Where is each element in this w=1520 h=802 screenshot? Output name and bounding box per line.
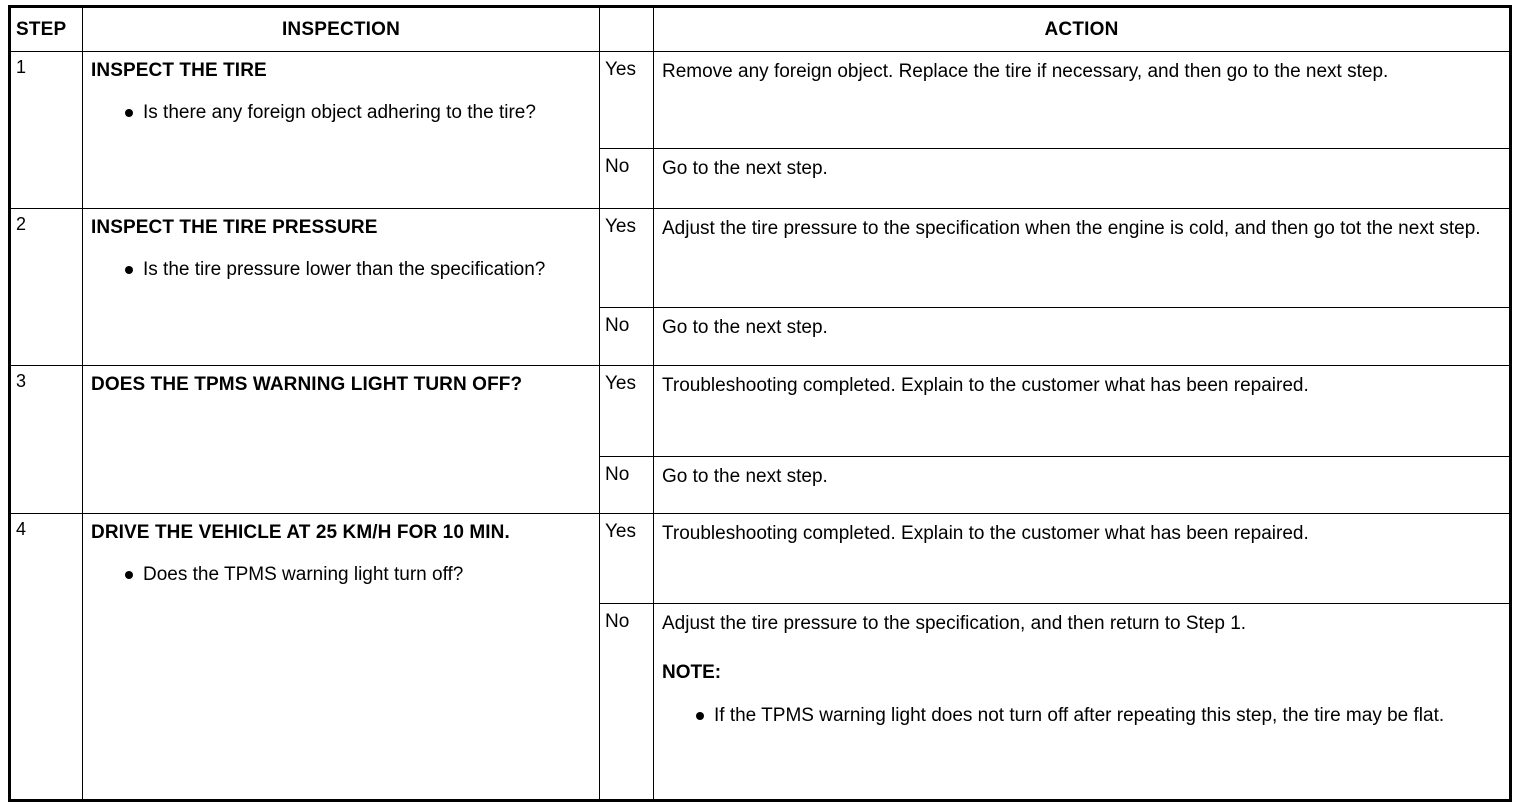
inspection-bullet-text: Is the tire pressure lower than the spec… <box>143 259 546 280</box>
inspection-cell: INSPECT THE TIRE PRESSURE Is the tire pr… <box>82 208 600 366</box>
bullet-icon <box>125 266 133 274</box>
answer-label-no: No <box>599 148 654 209</box>
answer-label-no: No <box>599 307 654 366</box>
inspection-title: INSPECT THE TIRE <box>91 60 267 81</box>
inspection-bullet-list: Is there any foreign object adhering to … <box>91 99 591 127</box>
inspection-cell: INSPECT THE TIRE Is there any foreign ob… <box>82 51 600 209</box>
table-header-row: STEP INSPECTION ACTION <box>9 6 1511 52</box>
action-text: Go to the next step. <box>662 317 828 338</box>
inspection-bullet-list: Is the tire pressure lower than the spec… <box>91 256 591 284</box>
action-cell-no: Go to the next step. <box>653 456 1511 514</box>
answer-label-yes: Yes <box>599 208 654 308</box>
header-yes-no-blank <box>599 6 654 52</box>
list-item: If the TPMS warning light does not turn … <box>662 702 1499 730</box>
header-action: ACTION <box>653 6 1511 52</box>
action-cell-yes: Adjust the tire pressure to the specific… <box>653 208 1511 308</box>
note-bullet-text: If the TPMS warning light does not turn … <box>714 705 1445 726</box>
table-row: 3 DOES THE TPMS WARNING LIGHT TURN OFF? … <box>9 365 1511 514</box>
action-cell-yes: Troubleshooting completed. Explain to th… <box>653 365 1511 457</box>
action-cell-no: Adjust the tire pressure to the specific… <box>653 603 1511 801</box>
table-row: No Go to the next step. <box>10 456 1511 514</box>
note-heading: NOTE: <box>662 662 722 683</box>
inspection-title: DRIVE THE VEHICLE AT 25 KM/H FOR 10 MIN. <box>91 522 510 543</box>
header-step: STEP <box>9 6 83 52</box>
inspection-cell: DRIVE THE VEHICLE AT 25 KM/H FOR 10 MIN.… <box>82 513 600 801</box>
step-number: 4 <box>9 513 83 801</box>
table-row: 2 INSPECT THE TIRE PRESSURE Is the tire … <box>9 208 1511 366</box>
inspection-title: INSPECT THE TIRE PRESSURE <box>91 217 378 238</box>
troubleshooting-table: STEP INSPECTION ACTION 1 INSPECT THE TIR… <box>8 5 1512 802</box>
inspection-bullet-text: Is there any foreign object adhering to … <box>143 102 536 123</box>
list-item: Does the TPMS warning light turn off? <box>91 561 591 589</box>
action-cell-yes: Remove any foreign object. Replace the t… <box>653 51 1511 149</box>
step-number: 2 <box>9 208 83 366</box>
answer-label-no: No <box>599 456 654 514</box>
action-text: Go to the next step. <box>662 466 828 487</box>
list-item: Is there any foreign object adhering to … <box>91 99 591 127</box>
table-row: No Go to the next step. <box>10 148 1511 209</box>
action-cell-no: Go to the next step. <box>653 148 1511 209</box>
list-item: Is the tire pressure lower than the spec… <box>91 256 591 284</box>
action-text: Troubleshooting completed. Explain to th… <box>662 375 1309 396</box>
inspection-title: DOES THE TPMS WARNING LIGHT TURN OFF? <box>91 374 523 395</box>
inspection-bullet-list: Does the TPMS warning light turn off? <box>91 561 591 589</box>
answer-label-no: No <box>599 603 654 801</box>
action-cell-yes: Troubleshooting completed. Explain to th… <box>653 513 1511 604</box>
header-inspection: INSPECTION <box>82 6 600 52</box>
action-text: Adjust the tire pressure to the specific… <box>662 218 1481 239</box>
step-number: 1 <box>9 51 83 209</box>
table-row: No Go to the next step. <box>10 307 1511 366</box>
action-cell-no: Go to the next step. <box>653 307 1511 366</box>
answer-label-yes: Yes <box>599 365 654 457</box>
action-text: Remove any foreign object. Replace the t… <box>662 61 1389 82</box>
note-bullet-list: If the TPMS warning light does not turn … <box>662 702 1499 730</box>
bullet-icon <box>125 109 133 117</box>
action-text: Go to the next step. <box>662 158 828 179</box>
bullet-icon <box>125 571 133 579</box>
inspection-cell: DOES THE TPMS WARNING LIGHT TURN OFF? <box>82 365 600 514</box>
action-text: Troubleshooting completed. Explain to th… <box>662 523 1309 544</box>
inspection-bullet-text: Does the TPMS warning light turn off? <box>143 564 464 585</box>
table-row: 4 DRIVE THE VEHICLE AT 25 KM/H FOR 10 MI… <box>9 513 1511 801</box>
troubleshooting-page: STEP INSPECTION ACTION 1 INSPECT THE TIR… <box>8 5 1512 802</box>
answer-label-yes: Yes <box>599 51 654 149</box>
action-text: Adjust the tire pressure to the specific… <box>662 613 1247 634</box>
table-row: 1 INSPECT THE TIRE Is there any foreign … <box>9 51 1511 209</box>
answer-label-yes: Yes <box>599 513 654 604</box>
bullet-icon <box>696 712 704 720</box>
step-number: 3 <box>9 365 83 514</box>
